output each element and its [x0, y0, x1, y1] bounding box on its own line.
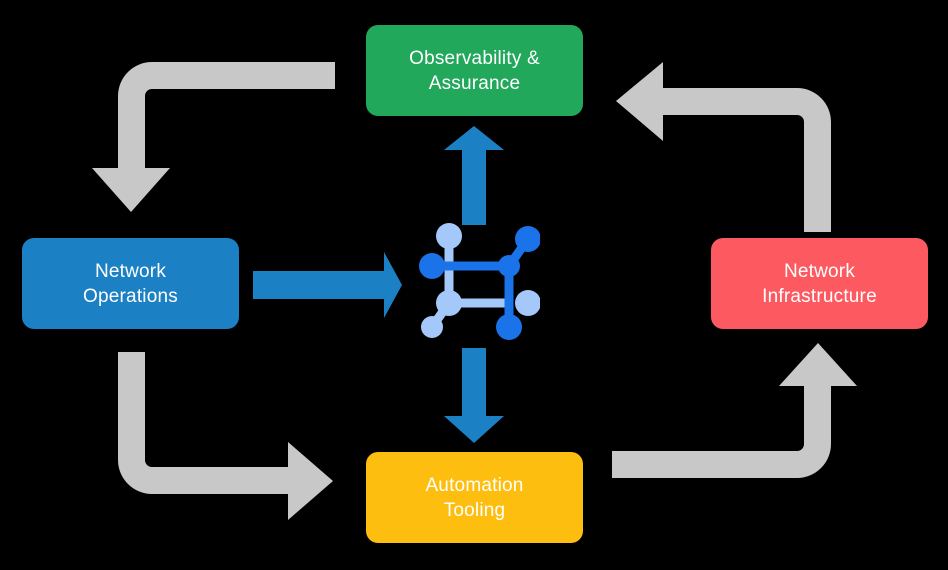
network-topology-icon	[419, 223, 540, 340]
arrow-operations-to-automation	[118, 352, 333, 520]
arrow-operations-to-center	[253, 252, 402, 318]
arrow-observability-to-operations	[92, 62, 335, 212]
arrow-center-to-observability	[444, 126, 504, 225]
node-network-infrastructure[interactable]: Network Infrastructure	[711, 238, 928, 329]
node-network-operations[interactable]: Network Operations	[22, 238, 239, 329]
node-automation-tooling[interactable]: Automation Tooling	[366, 452, 583, 543]
node-observability-assurance[interactable]: Observability & Assurance	[366, 25, 583, 116]
arrow-automation-to-infrastructure	[612, 343, 857, 478]
node-label: Observability & Assurance	[409, 47, 540, 94]
node-label: Network Operations	[83, 260, 178, 307]
topology-dark-nodes	[419, 226, 540, 340]
arrow-infrastructure-to-observability	[616, 62, 831, 232]
node-label: Automation Tooling	[425, 474, 524, 521]
topology-light-nodes	[421, 223, 540, 338]
node-label: Network Infrastructure	[762, 260, 877, 307]
arrow-center-to-automation	[444, 348, 504, 443]
